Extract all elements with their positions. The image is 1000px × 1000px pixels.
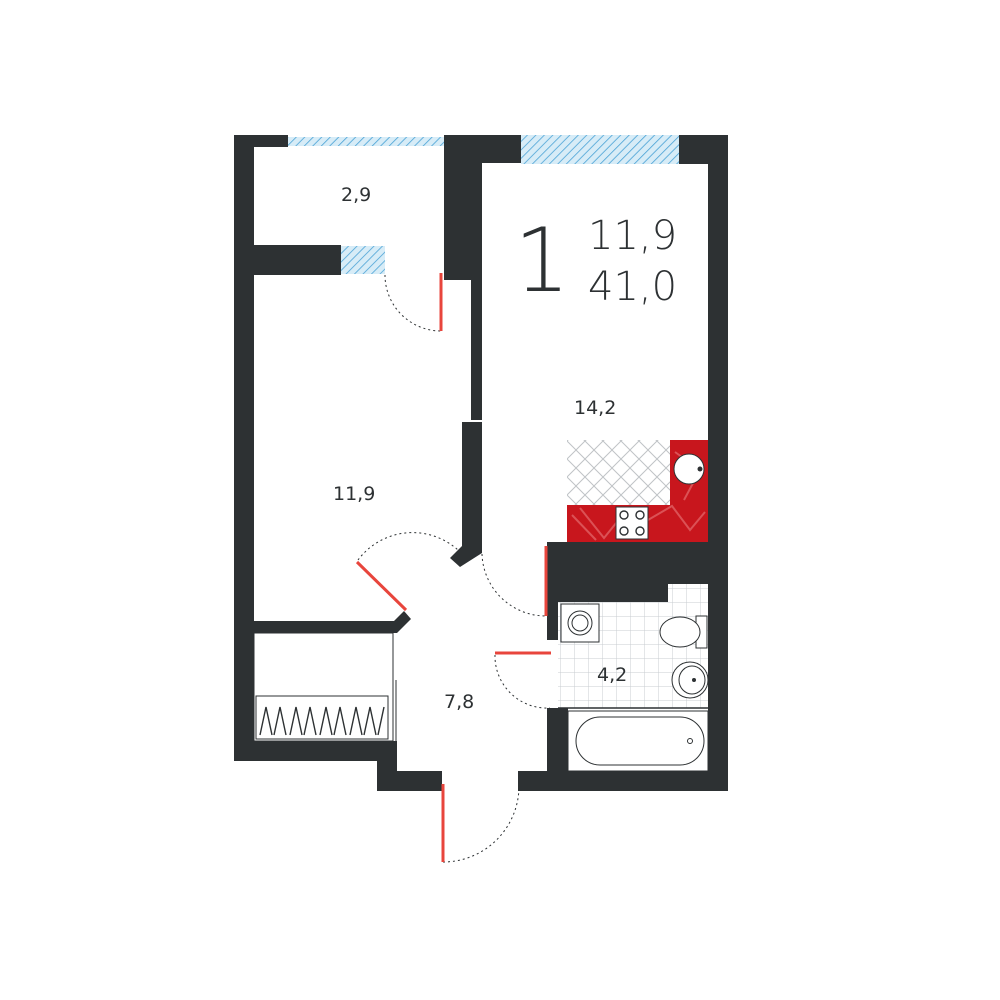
bathroom-area-label: 4,2 [597, 664, 628, 686]
bedroom-area-label: 11,9 [333, 483, 376, 505]
wall-bedroom-bottom [254, 611, 411, 633]
wardrobe-hangers [259, 706, 385, 736]
bathtub-icon [575, 716, 705, 766]
walls [234, 135, 728, 791]
bathroom-door-swing [494, 654, 551, 709]
toilet-icon [659, 616, 701, 648]
living-area-summary: 11,9 [588, 213, 678, 259]
kitchen-counter-facets [571, 451, 706, 541]
washing-machine-icon [560, 603, 600, 643]
bedroom-door-swing [357, 532, 459, 561]
kitchen-set [567, 440, 708, 542]
wall-left-outer [234, 135, 254, 761]
wardrobe [253, 632, 397, 742]
wall-bath-shelf [547, 584, 668, 602]
cooktop-burner-1 [619, 510, 629, 520]
bathroom-sink-drain [692, 678, 696, 682]
cooktop-burner-4 [635, 526, 645, 536]
wall-bath-left-lower [547, 708, 568, 778]
kitchen-window [521, 135, 679, 164]
wall-entry-left [377, 771, 442, 791]
cooktop-burner-2 [635, 510, 645, 520]
bathroom-tiles-upper [668, 584, 708, 602]
balcony-window [288, 137, 444, 146]
rooms-count: 1 [514, 209, 570, 312]
balcony-door-glass [341, 246, 385, 274]
washing-machine-drum [567, 610, 593, 636]
bathroom-sink-icon [671, 661, 709, 699]
kitchen-sink-icon [673, 453, 705, 485]
bathroom-sink-bowl [678, 665, 706, 695]
wall-kitchen-bath-divider [547, 542, 712, 584]
washing-machine-inner [571, 614, 589, 632]
wall-balcony-bottom [254, 245, 341, 275]
wall-balcony-top [234, 135, 288, 147]
cooktop-burner-3 [619, 526, 629, 536]
balcony-area-label: 2,9 [341, 184, 372, 206]
kitchen-door-swing [481, 553, 547, 617]
wall-central-upper [471, 280, 482, 420]
bathtub-drain [687, 738, 693, 744]
kitchen-countertop [567, 440, 670, 505]
wall-central-lower [450, 422, 482, 567]
wall-bath-left-upper [547, 584, 558, 640]
total-area-summary: 41,0 [588, 264, 678, 310]
bedroom-door-leaf [355, 560, 408, 612]
doors [355, 273, 551, 863]
balcony-door-swing [384, 274, 442, 332]
wardrobe-frame [253, 632, 394, 742]
hall-area-label: 7,8 [444, 691, 475, 713]
windows [288, 135, 679, 274]
wall-bottom-right [518, 771, 718, 791]
entrance-door-swing [442, 785, 520, 863]
wall-bottom-left [234, 741, 397, 761]
kitchen-sink-drain [697, 466, 703, 472]
bathroom [558, 584, 709, 772]
kitchen-living-area-label: 14,2 [574, 397, 617, 419]
wall-right-outer [708, 135, 728, 791]
wall-central-column [444, 135, 482, 280]
